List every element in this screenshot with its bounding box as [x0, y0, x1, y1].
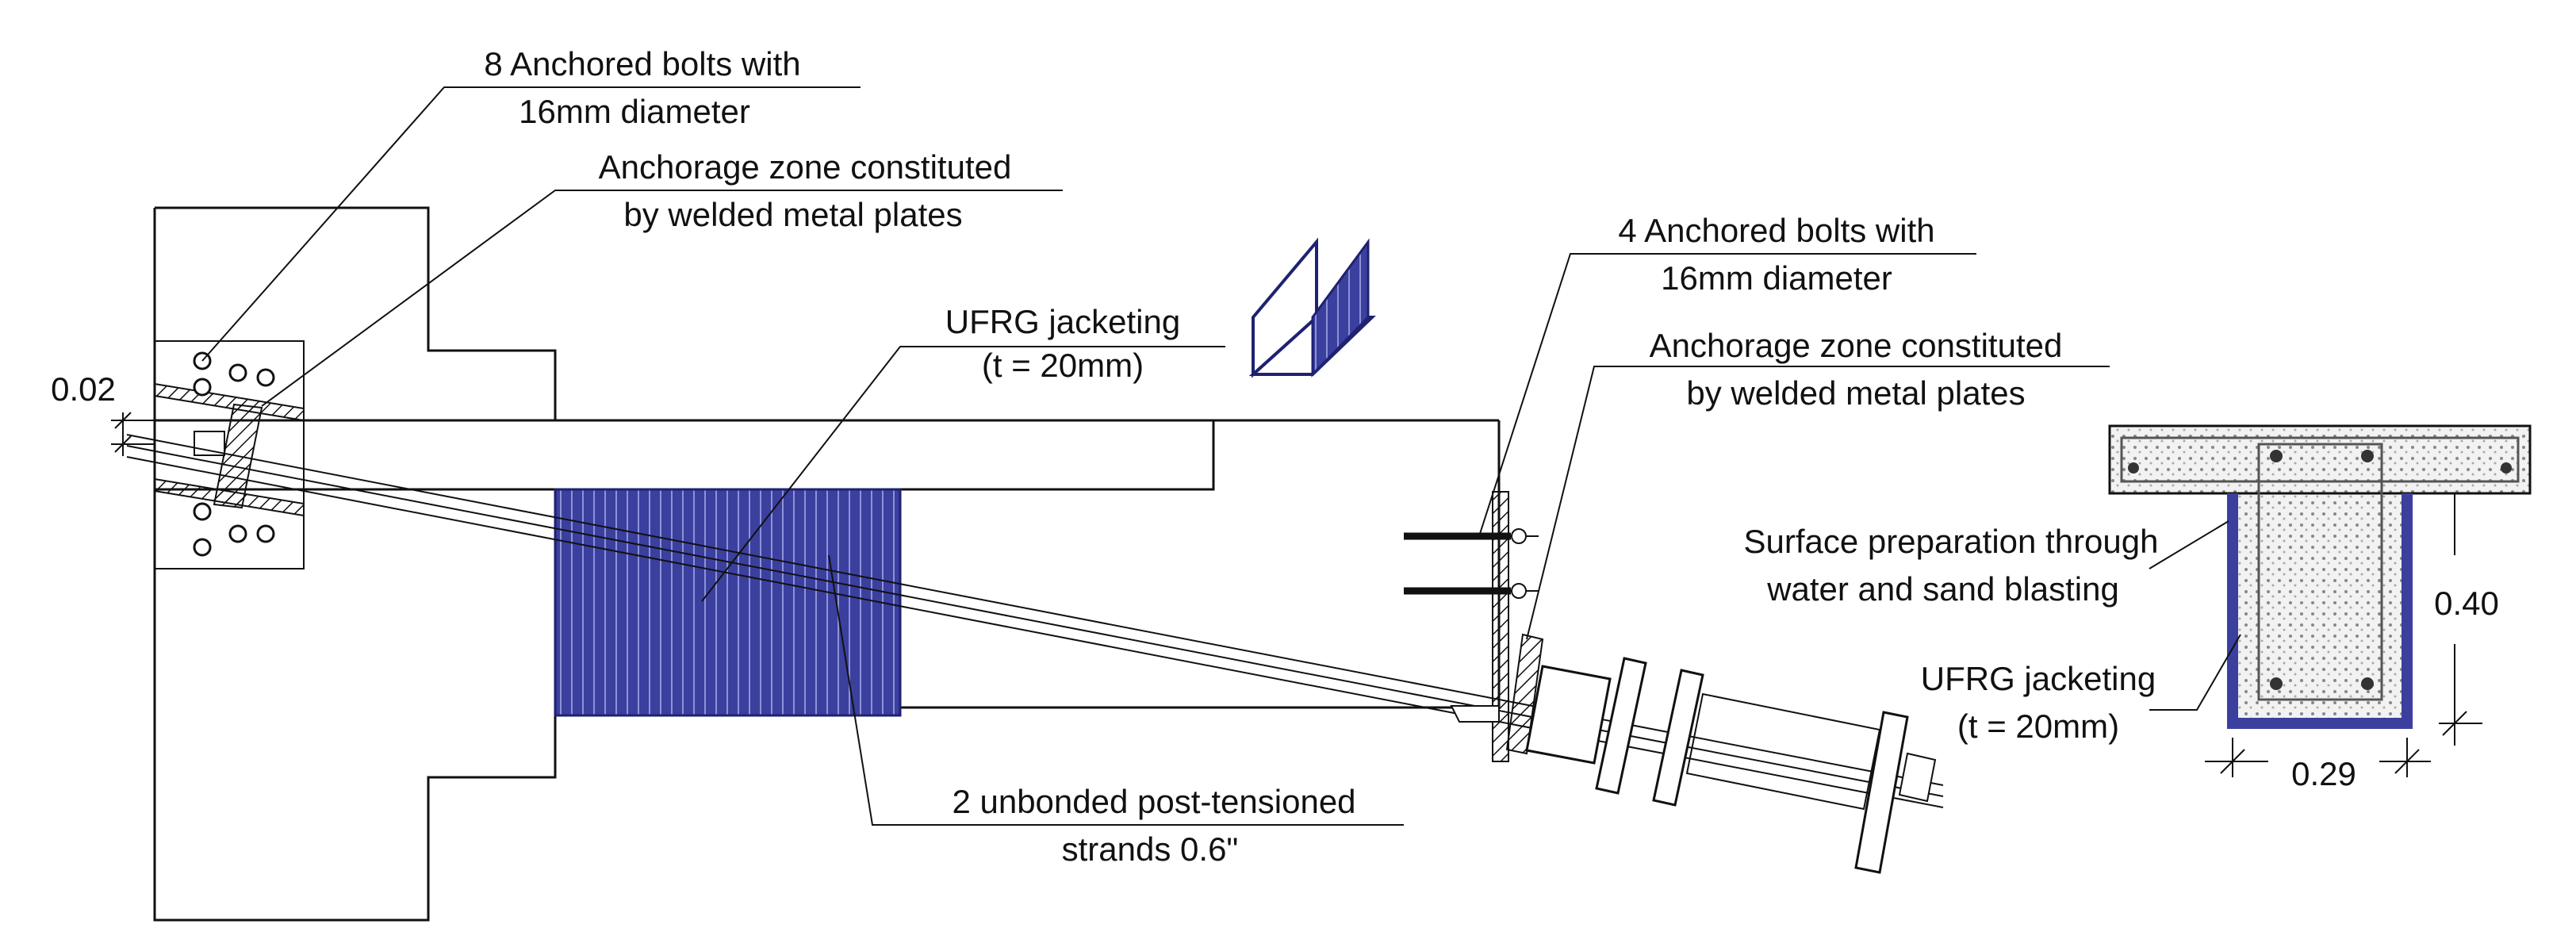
bolt-icon — [256, 524, 275, 543]
cross-section — [2108, 424, 2532, 729]
ufrg-section-label-line1: UFRG jacketing — [1921, 660, 2156, 697]
bolts8-label-line1: 8 Anchored bolts with — [484, 45, 800, 82]
dimension-section-width: 0.29 — [2291, 755, 2356, 792]
bolt-icon — [193, 538, 212, 557]
left-bolt-group — [193, 351, 275, 557]
ufrg-jacket-beam — [554, 488, 902, 717]
column-stub — [153, 206, 557, 922]
ufrg-mid-label-line1: UFRG jacketing — [945, 303, 1180, 340]
dimension-left-gap: 0.02 — [51, 370, 116, 408]
strands-label-line2: strands 0.6" — [1062, 830, 1239, 868]
surface-label-line2: water and sand blasting — [1766, 570, 2119, 608]
bolts4-label-line1: 4 Anchored bolts with — [1618, 212, 1934, 249]
right-bolt-group — [1404, 528, 1539, 599]
bolt-icon — [193, 378, 212, 397]
dimension-marks — [111, 412, 2482, 777]
ufrg-mid-label-line2: (t = 20mm) — [982, 347, 1144, 384]
right-anchorage-zone — [1450, 491, 1937, 874]
ufrg-jacket-perspective-sketch — [1248, 237, 1376, 378]
anchor-left-label-line1: Anchorage zone constituted — [599, 148, 1012, 186]
anchor-left-label-line2: by welded metal plates — [623, 196, 962, 233]
bolt-icon — [1511, 528, 1527, 544]
anchor-right-label-line2: by welded metal plates — [1686, 374, 2025, 412]
bolt-icon — [256, 368, 275, 387]
ufrg-section-label-line2: (t = 20mm) — [1957, 707, 2119, 745]
bolt-icon — [228, 524, 247, 543]
bolt-icon — [193, 502, 212, 521]
dimension-section-height: 0.40 — [2434, 585, 2499, 622]
anchor-right-label-line1: Anchorage zone constituted — [1650, 327, 2063, 364]
bolts8-label-line2: 16mm diameter — [519, 93, 750, 130]
bolt-icon — [228, 363, 247, 382]
bolt-icon — [1511, 583, 1527, 599]
post-tensioned-strands — [126, 434, 1944, 808]
strands-label-line1: 2 unbonded post-tensioned — [952, 783, 1355, 820]
leader-lines — [201, 86, 2241, 826]
bolts4-label-line2: 16mm diameter — [1661, 259, 1892, 297]
surface-label-line1: Surface preparation through — [1743, 523, 2158, 560]
